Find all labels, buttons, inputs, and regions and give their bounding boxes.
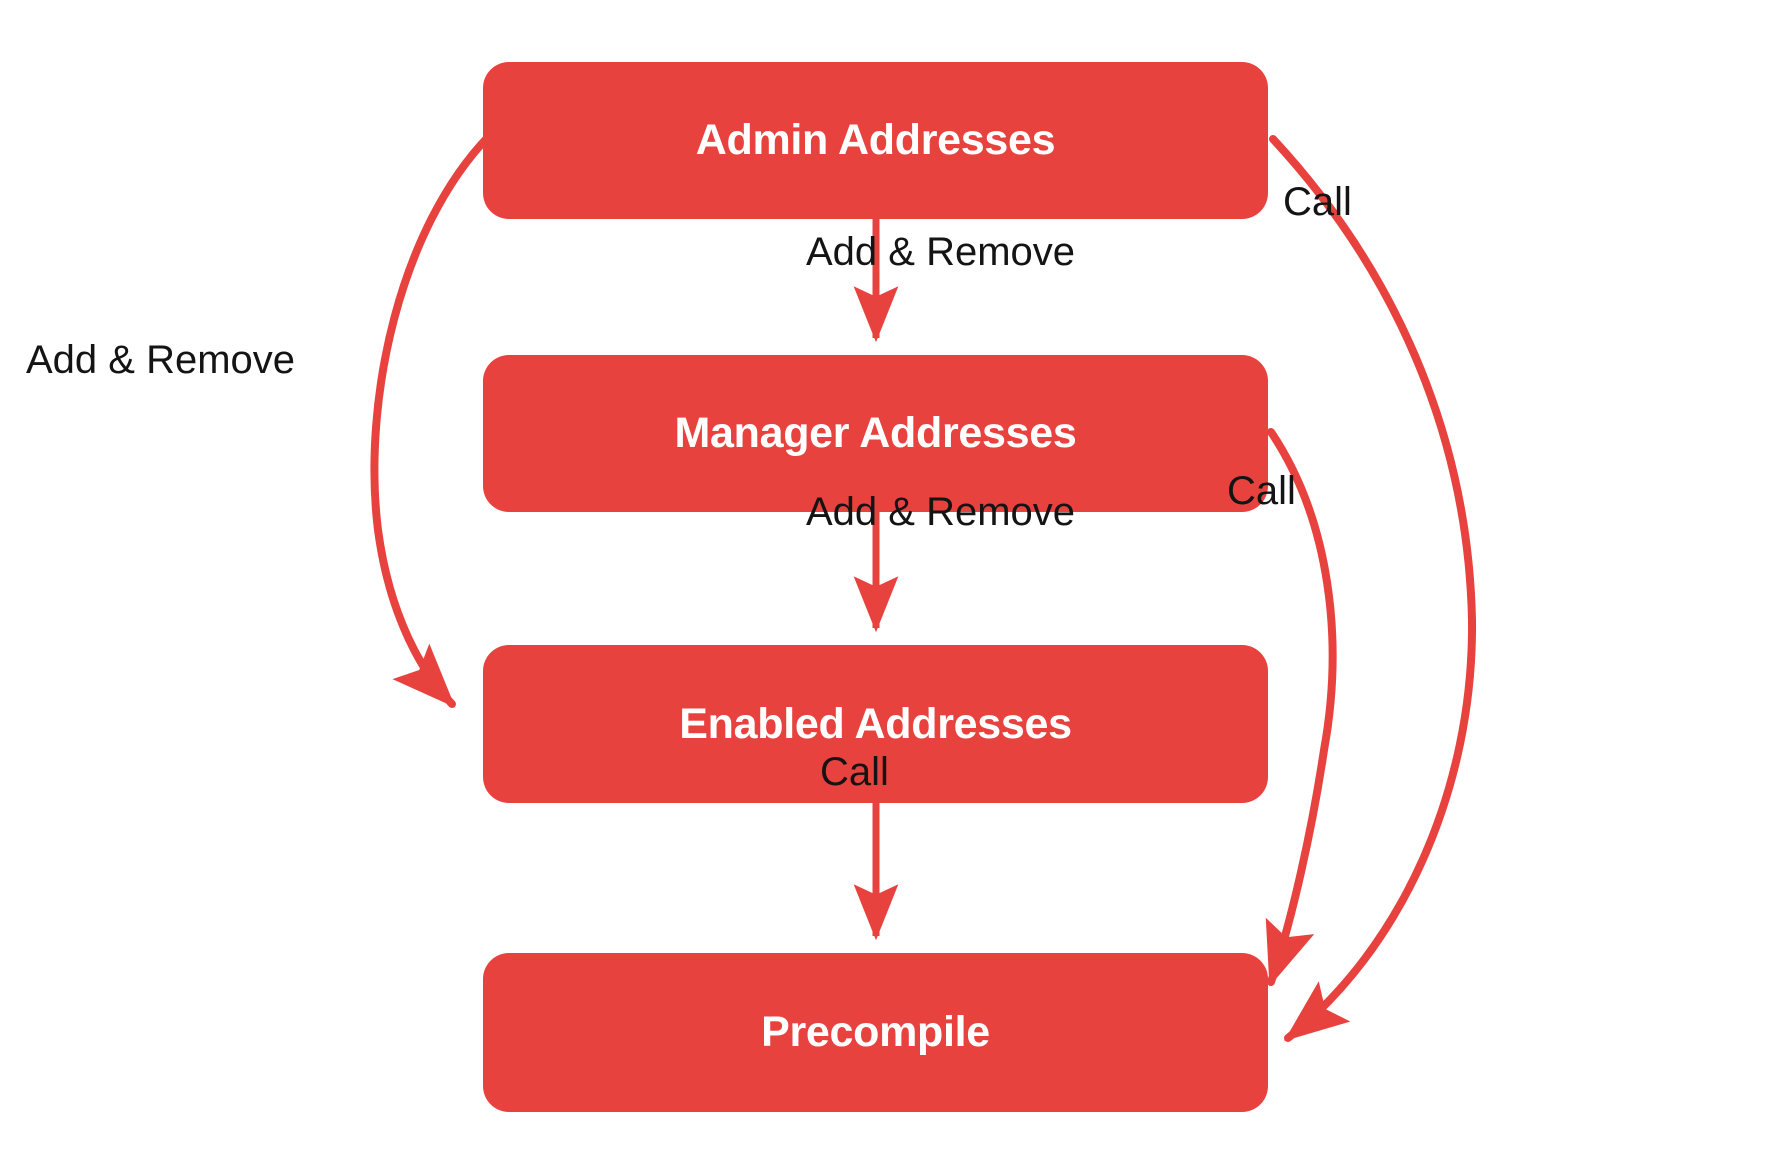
node-manager-addresses[interactable]: Manager Addresses xyxy=(483,355,1268,512)
edge-label-admin-to-precompile: Call xyxy=(1283,180,1352,224)
node-label: Enabled Addresses xyxy=(679,699,1072,748)
edge-admin-to-precompile xyxy=(1269,135,1477,1042)
edge-label-enabled-to-precompile: Call xyxy=(820,750,889,794)
edge-label-manager-to-precompile: Call xyxy=(1227,469,1296,513)
edge-label-admin-to-manager: Add & Remove xyxy=(806,230,1076,274)
node-label: Precompile xyxy=(761,1008,990,1056)
edge-label-manager-to-enabled: Add & Remove xyxy=(806,490,1076,534)
node-enabled-addresses[interactable]: Enabled Addresses xyxy=(483,645,1268,803)
edge-admin-to-enabled xyxy=(370,132,493,708)
node-label: Manager Addresses xyxy=(674,409,1077,457)
edge-manager-to-precompile xyxy=(1265,428,1337,987)
node-label: Admin Addresses xyxy=(695,116,1056,164)
node-precompile[interactable]: Precompile xyxy=(483,953,1268,1112)
node-admin-addresses[interactable]: Admin Addresses xyxy=(483,62,1268,219)
edge-label-admin-to-enabled: Add & Remove xyxy=(26,338,296,382)
